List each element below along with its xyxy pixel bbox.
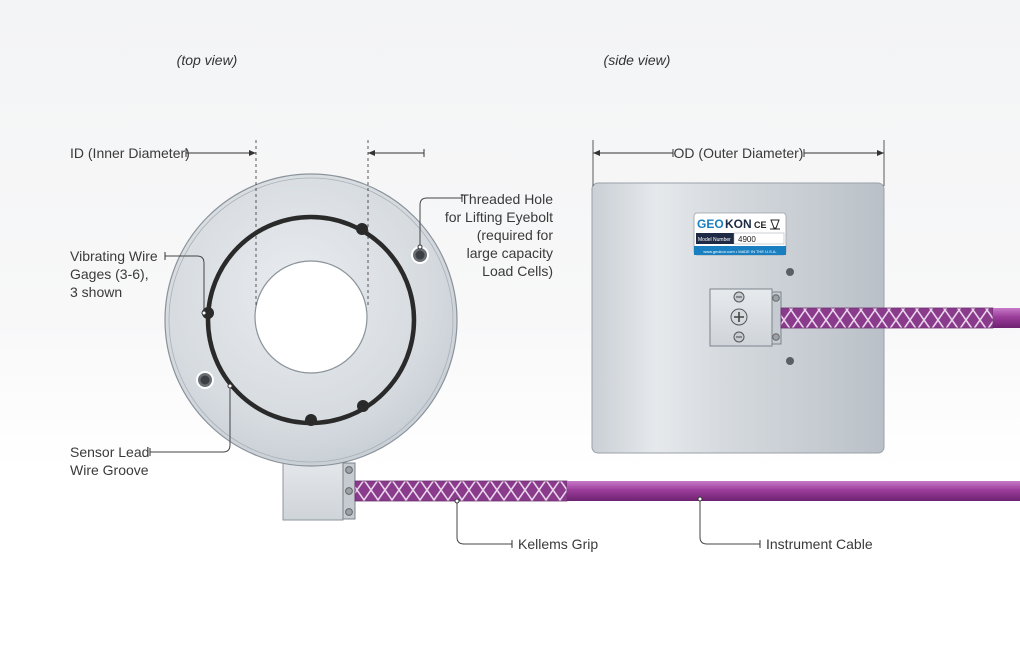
kellems-grip-label: Kellems Grip xyxy=(518,536,598,552)
top-view-title: (top view) xyxy=(177,52,238,68)
threaded-hole-label-1: Threaded Hole xyxy=(460,191,553,207)
ce-mark: CE xyxy=(754,220,767,230)
instrument-cable-side xyxy=(993,308,1020,328)
brand-geo: GEO xyxy=(697,217,724,231)
vibrating-wire-label-1: Vibrating Wire xyxy=(70,248,158,264)
inner-bore xyxy=(254,260,368,374)
sensor-groove-label-1: Sensor Lead xyxy=(70,444,149,460)
side-view: GEO KON CE Model Number 4900 www.geokon.… xyxy=(591,182,1020,454)
threaded-hole-label-3: (required for xyxy=(477,227,554,243)
instrument-cable-label: Instrument Cable xyxy=(766,536,873,552)
vibrating-wire-gage xyxy=(202,307,214,319)
threaded-hole-label-5: Load Cells) xyxy=(482,263,553,279)
od-label: OD (Outer Diameter) xyxy=(674,145,804,161)
nameplate-footer: www.geokon.com • MADE IN THE U.S.A. xyxy=(703,249,776,254)
kellems-grip xyxy=(354,480,568,502)
kellems-grip-side xyxy=(780,307,994,329)
vibrating-wire-gage xyxy=(357,400,369,412)
id-label: ID (Inner Diameter) xyxy=(70,145,190,161)
threaded-hole-label-4: large capacity xyxy=(467,245,553,261)
top-view xyxy=(164,140,1020,521)
vibrating-wire-gage xyxy=(305,414,317,426)
side-view-title: (side view) xyxy=(604,52,671,68)
sensor-groove-label-2: Wire Groove xyxy=(70,462,149,478)
brand-kon: KON xyxy=(725,217,752,231)
nameplate: GEO KON CE Model Number 4900 www.geokon.… xyxy=(693,212,787,256)
model-number-value: 4900 xyxy=(738,235,756,244)
vibrating-wire-label-2: Gages (3-6), xyxy=(70,266,149,282)
vibrating-wire-gage xyxy=(356,223,368,235)
weee-icon xyxy=(770,219,780,230)
threaded-hole-label-2: for Lifting Eyebolt xyxy=(445,209,553,225)
vibrating-wire-label-3: 3 shown xyxy=(70,284,122,300)
model-number-label: Model Number xyxy=(698,237,731,243)
instrument-cable xyxy=(567,481,1020,501)
